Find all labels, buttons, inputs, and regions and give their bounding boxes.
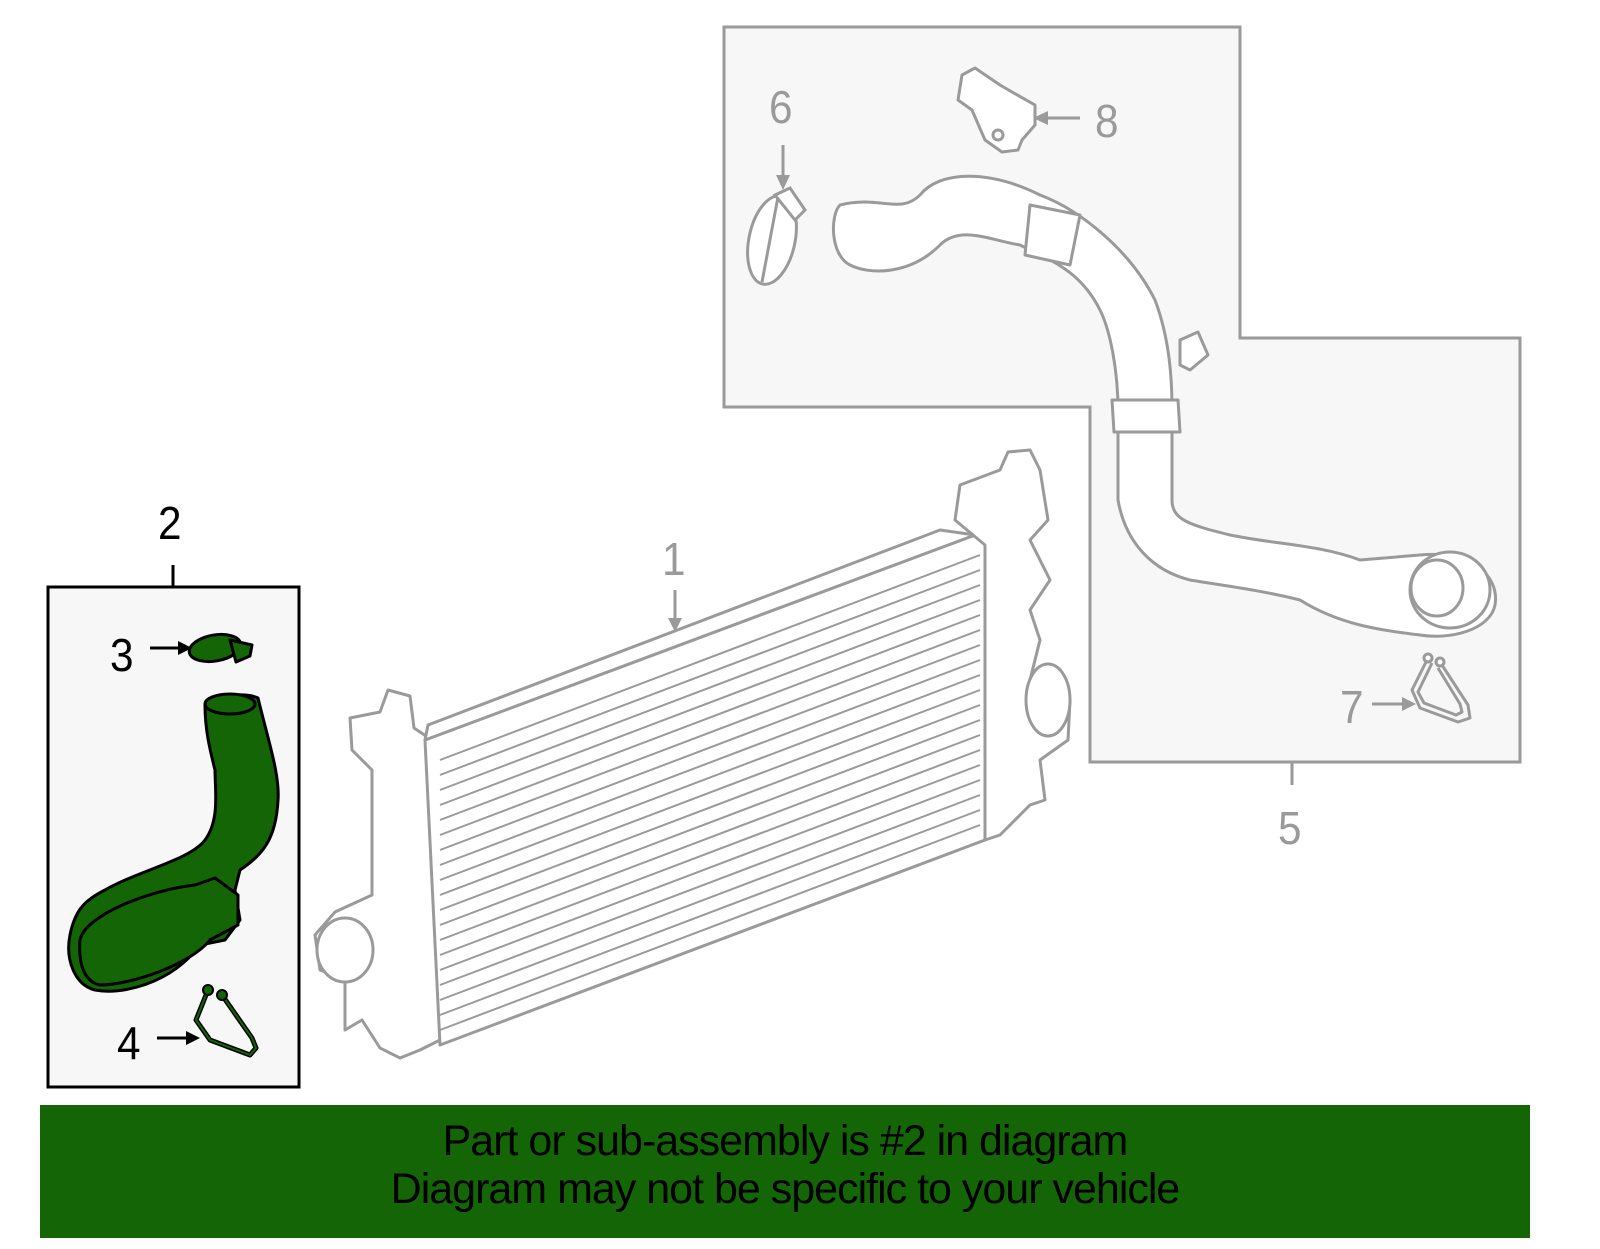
sensor-part-8[interactable] — [956, 66, 1037, 154]
clip-part-4-knob-a — [202, 984, 214, 996]
part-3-arrowhead — [178, 641, 192, 655]
part-6-arrowhead — [776, 175, 790, 190]
part-8-arrowhead — [1033, 111, 1048, 125]
callout-4[interactable]: 4 — [117, 1017, 141, 1069]
callout-2[interactable]: 2 — [158, 497, 182, 549]
callout-1[interactable]: 1 — [662, 533, 686, 585]
intercooler-fins — [439, 554, 981, 1031]
callout-7[interactable]: 7 — [1340, 681, 1364, 733]
outlet-duct-part-2[interactable] — [67, 692, 280, 993]
clip-part-4-inner — [194, 989, 258, 1057]
clamp-part-3[interactable] — [187, 631, 254, 666]
callout-6[interactable]: 6 — [769, 81, 793, 133]
info-banner: Part or sub-assembly is #2 in diagram Di… — [40, 1105, 1530, 1238]
inlet-pipe-part-5[interactable] — [831, 174, 1498, 638]
part-7-arrowhead — [1402, 697, 1416, 711]
callout-5[interactable]: 5 — [1278, 802, 1302, 854]
banner-line-disclaimer: Diagram may not be specific to your vehi… — [390, 1165, 1181, 1213]
callout-8[interactable]: 8 — [1095, 95, 1119, 147]
callout-3[interactable]: 3 — [110, 629, 134, 681]
banner-line-part-number: Part or sub-assembly is #2 in diagram — [442, 1117, 1129, 1165]
clip-part-7[interactable] — [1410, 652, 1472, 724]
clamp-part-6[interactable] — [740, 186, 807, 289]
part-4-arrowhead — [186, 1031, 200, 1045]
part-1-arrowhead — [668, 618, 682, 632]
clip-part-4-knob-b — [216, 989, 228, 1001]
